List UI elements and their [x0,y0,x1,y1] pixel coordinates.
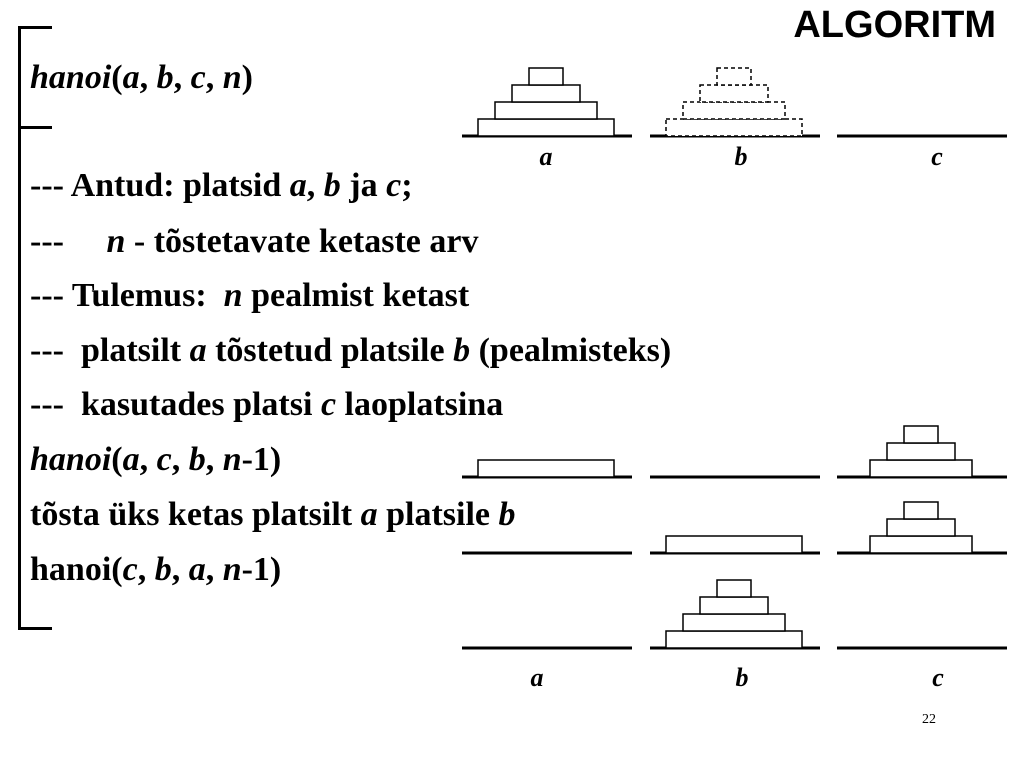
disk-c-2 [886,518,956,537]
disk-c-1 [903,425,939,444]
disk-b-2-target [699,84,769,103]
target-tower-b [665,67,803,137]
comment-line-1: --- Antud: platsid a, b ja c; [30,167,413,204]
code-bracket-bottom [18,627,52,630]
diagram-initial-state [462,67,1007,138]
peg-label-b-bottom: b [736,663,749,692]
code-bracket-top [18,26,52,29]
peg-label-a-bottom: a [531,663,544,692]
disk-c-3 [869,459,973,478]
comment-line-5: --- kasutades platsi c laoplatsina [30,386,504,423]
disk-b-4 [665,630,803,649]
disk-a-3 [494,101,598,120]
code-bracket-vertical [18,26,21,630]
recursive-call-2: hanoi(c, b, a, n-1) [30,551,282,588]
disk-b-4 [665,535,803,554]
disk-b-3-target [682,101,786,120]
diagram-after-call-1 [462,425,1007,479]
page-number: 22 [922,712,936,727]
move-disk-line: tõsta üks ketas platsilt a platsile b [30,496,516,533]
peg-label-c-bottom: c [932,663,944,692]
disk-a-2 [511,84,581,103]
disk-a-4 [477,118,615,137]
disk-b-3 [682,613,786,632]
code-header: hanoi(a, b, c, n) [30,59,253,96]
peg-label-a-top: a [540,142,553,171]
recursive-call-1: hanoi(a, c, b, n-1) [30,441,282,478]
disk-b-1-target [716,67,752,86]
diagram-after-move [462,501,1007,555]
comment-line-3: --- Tulemus: n pealmist ketast [30,277,470,314]
disk-b-2 [699,596,769,615]
comment-line-2: --- n - tõstetavate ketaste arv [30,223,479,260]
disk-b-1 [716,579,752,598]
disk-c-3 [869,535,973,554]
peg-label-c-top: c [931,142,943,171]
comment-line-4: --- platsilt a tõstetud platsile b (peal… [30,332,672,369]
disk-c-2 [886,442,956,461]
disk-a-1 [528,67,564,86]
slide-title: ALGORITM [793,4,996,46]
peg-label-b-top: b [735,142,748,171]
disk-b-4-target [665,118,803,137]
disk-c-1 [903,501,939,520]
diagram-final-state [462,579,1007,650]
disk-a-4 [477,459,615,478]
code-bracket-mid [18,126,52,129]
